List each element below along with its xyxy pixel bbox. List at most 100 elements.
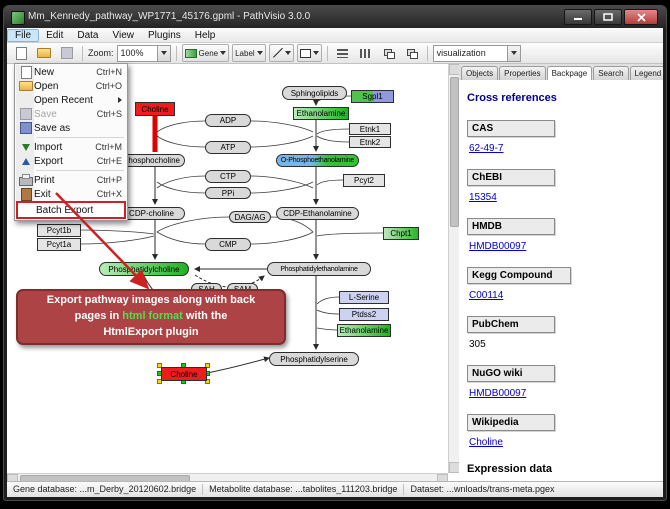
tab-objects[interactable]: Objects	[461, 66, 499, 80]
node-pcyt1b[interactable]: Pcyt1b	[37, 224, 81, 237]
shape-icon	[299, 48, 311, 58]
client-area: File Edit Data View Plugins Help Zoom: 1…	[7, 28, 663, 497]
node-sgpl1[interactable]: Sgpl1	[351, 90, 394, 103]
node-adp[interactable]: ADP	[205, 114, 251, 127]
maximize-button[interactable]	[594, 9, 622, 25]
node-ctp[interactable]: CTP	[205, 170, 251, 183]
node-chpt1[interactable]: Chpt1	[383, 227, 419, 240]
chevron-down-icon	[284, 51, 291, 55]
datanode-template-button[interactable]: Gene	[181, 44, 230, 62]
save-as-disk-icon	[20, 122, 32, 134]
submenu-arrow-icon	[118, 97, 122, 103]
xref-link[interactable]: 62-49-7	[469, 143, 504, 154]
canvas-vertical-scrollbar[interactable]	[448, 64, 460, 473]
tab-search[interactable]: Search	[593, 66, 629, 80]
callout-line1: Export pathway images along with back	[46, 294, 256, 307]
node-phosphatidylethanolamine[interactable]: Phosphatidylethanolamine	[267, 262, 371, 276]
toolbar-separator	[175, 45, 177, 61]
node-cdp-ethanolamine[interactable]: CDP-Ethanolamine	[276, 207, 359, 220]
tutorial-callout: Export pathway images along with back pa…	[16, 289, 286, 345]
menu-item-open-recent[interactable]: Open Recent	[16, 93, 126, 107]
close-button[interactable]	[624, 9, 658, 25]
visualization-dropdown-icon[interactable]	[506, 45, 520, 61]
zoom-value: 100%	[120, 48, 144, 58]
xref-link[interactable]: HMDB00097	[469, 241, 527, 252]
line-tool-button[interactable]	[268, 44, 294, 62]
zoom-select[interactable]: 100%	[116, 44, 171, 62]
label-tool-button[interactable]: Label	[232, 44, 266, 62]
node-pcyt2[interactable]: Pcyt2	[343, 174, 385, 187]
backpage-panel: Cross references CAS 62-49-7 ChEBI 15354…	[459, 80, 663, 484]
xref-link[interactable]: 15354	[469, 192, 497, 203]
xref-link[interactable]: HMDB00097	[469, 388, 527, 399]
chevron-down-icon	[312, 51, 319, 55]
node-phosphatidylserine[interactable]: Phosphatidylserine	[269, 352, 359, 366]
stack-button[interactable]	[402, 44, 422, 63]
tab-legend[interactable]: Legend	[629, 66, 663, 80]
new-page-icon	[15, 46, 27, 60]
node-l-serine[interactable]: L-Serine	[339, 291, 389, 304]
align-horizontal-button[interactable]	[333, 44, 353, 63]
node-phosphatidylcholine[interactable]: Phosphatidylcholine	[99, 262, 189, 276]
shape-tool-button[interactable]	[296, 44, 322, 62]
node-o-phosphoethanolamine[interactable]: O-Phosphoethanolamine	[276, 154, 359, 167]
menu-view[interactable]: View	[112, 29, 134, 41]
xref-link[interactable]: C00114	[469, 290, 504, 301]
node-etnk1[interactable]: Etnk1	[349, 123, 391, 135]
xref-link[interactable]: Choline	[469, 437, 503, 448]
menu-item-batch-export[interactable]: Batch Export	[16, 201, 126, 219]
node-ptdss2[interactable]: Ptdss2	[339, 308, 389, 321]
new-file-button[interactable]	[11, 44, 31, 63]
side-panel-tabs: Objects Properties Backpage Search Legen…	[459, 64, 663, 81]
status-dataset: Dataset: ...wnloads/trans-meta.pgex	[410, 484, 555, 494]
node-cmp[interactable]: CMP	[205, 238, 251, 251]
align-vertical-button[interactable]	[356, 44, 376, 63]
expression-data-heading: Expression data	[467, 463, 552, 475]
tab-backpage[interactable]: Backpage	[546, 66, 593, 81]
callout-line2-pre: pages in	[74, 310, 123, 323]
node-ppi[interactable]: PPi	[205, 187, 251, 199]
node-ethanolamine-lower[interactable]: Ethanolamine	[337, 324, 391, 337]
menu-file[interactable]: File	[7, 28, 40, 42]
minimize-button[interactable]	[564, 9, 592, 25]
menu-edit[interactable]: Edit	[46, 29, 64, 41]
node-sphingolipids[interactable]: Sphingolipids	[282, 86, 347, 100]
node-choline-top[interactable]: Choline	[135, 102, 175, 116]
node-dag[interactable]: DAG/AG	[229, 211, 271, 223]
save-button[interactable]	[57, 44, 77, 63]
menu-help[interactable]: Help	[194, 29, 216, 41]
menu-separator	[36, 170, 124, 171]
vertical-scroll-thumb[interactable]	[450, 77, 459, 227]
distribute-button[interactable]	[379, 44, 399, 63]
menu-data[interactable]: Data	[77, 29, 99, 41]
toolbar-separator	[82, 45, 83, 61]
open-file-button[interactable]	[34, 44, 54, 63]
node-atp[interactable]: ATP	[205, 141, 251, 154]
node-pcyt1a[interactable]: Pcyt1a	[37, 238, 81, 251]
zoom-label: Zoom:	[88, 48, 114, 58]
title-bar[interactable]: Mm_Kennedy_pathway_WP1771_45176.gpml - P…	[4, 6, 666, 28]
node-phosphocholine[interactable]: Phosphocholine	[118, 154, 185, 167]
save-disk-icon	[61, 47, 73, 59]
tab-properties[interactable]: Properties	[499, 66, 546, 80]
xref-value: 305	[469, 339, 486, 350]
node-ethanolamine-top[interactable]: Ethanolamine	[293, 107, 349, 120]
menu-plugins[interactable]: Plugins	[147, 29, 181, 41]
zoom-dropdown-icon[interactable]	[156, 45, 170, 61]
node-choline-selected[interactable]: Choline	[161, 367, 207, 381]
open-folder-icon	[37, 48, 51, 58]
menu-item-save-as[interactable]: Save as	[16, 121, 126, 135]
open-folder-icon	[19, 81, 33, 91]
node-cdp-choline[interactable]: CDP-choline	[118, 207, 185, 220]
node-etnk2[interactable]: Etnk2	[349, 136, 391, 148]
visualization-select[interactable]: visualization	[432, 44, 521, 62]
